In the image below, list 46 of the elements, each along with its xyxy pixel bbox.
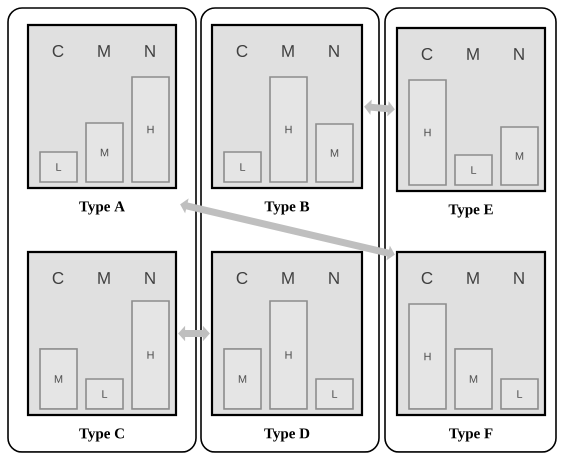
level-bar: L [223, 151, 262, 183]
level-bar: L [85, 378, 124, 410]
column-frame [384, 7, 557, 453]
type-heading: Type D [264, 428, 310, 442]
column-letter: M [467, 272, 479, 284]
type-heading: Type F [449, 428, 492, 442]
level-bar: M [223, 348, 262, 410]
type-heading: Type B [264, 201, 310, 215]
level-bar: M [85, 122, 124, 183]
column-frame [7, 7, 197, 453]
level-bar: H [269, 300, 308, 410]
column-letter: C [236, 272, 248, 284]
column-letter: N [145, 45, 155, 57]
column-letter: M [98, 45, 110, 57]
column-letter: N [329, 45, 339, 57]
column-letter: N [514, 272, 524, 284]
type-heading: Type A [79, 201, 125, 215]
level-bar: L [315, 378, 354, 410]
type-heading: Type C [79, 428, 124, 442]
column-frame [200, 7, 380, 453]
level-bar: M [500, 126, 539, 186]
column-letter: M [282, 45, 294, 57]
level-bar: L [39, 151, 78, 183]
level-bar: H [269, 76, 308, 183]
column-letter: C [52, 44, 64, 58]
level-bar: H [408, 79, 447, 186]
column-letter: M [467, 48, 479, 60]
column-letter: N [145, 272, 155, 284]
column-letter: C [236, 44, 248, 58]
column-letter: M [282, 272, 294, 284]
double-arrow [178, 326, 210, 342]
level-bar: L [500, 378, 539, 410]
level-bar: H [131, 76, 170, 183]
column-letter: C [52, 272, 64, 284]
type-heading: Type E [448, 204, 493, 218]
level-bar: M [315, 123, 354, 183]
column-letter: N [514, 48, 524, 60]
column-letter: M [98, 272, 110, 284]
level-bar: H [408, 303, 447, 410]
column-letter: N [329, 272, 339, 284]
level-bar: M [454, 348, 493, 410]
level-bar: M [39, 348, 78, 410]
level-bar: L [454, 154, 493, 186]
column-letter: C [422, 272, 432, 284]
level-bar: H [131, 300, 170, 410]
column-letter: C [422, 48, 432, 60]
